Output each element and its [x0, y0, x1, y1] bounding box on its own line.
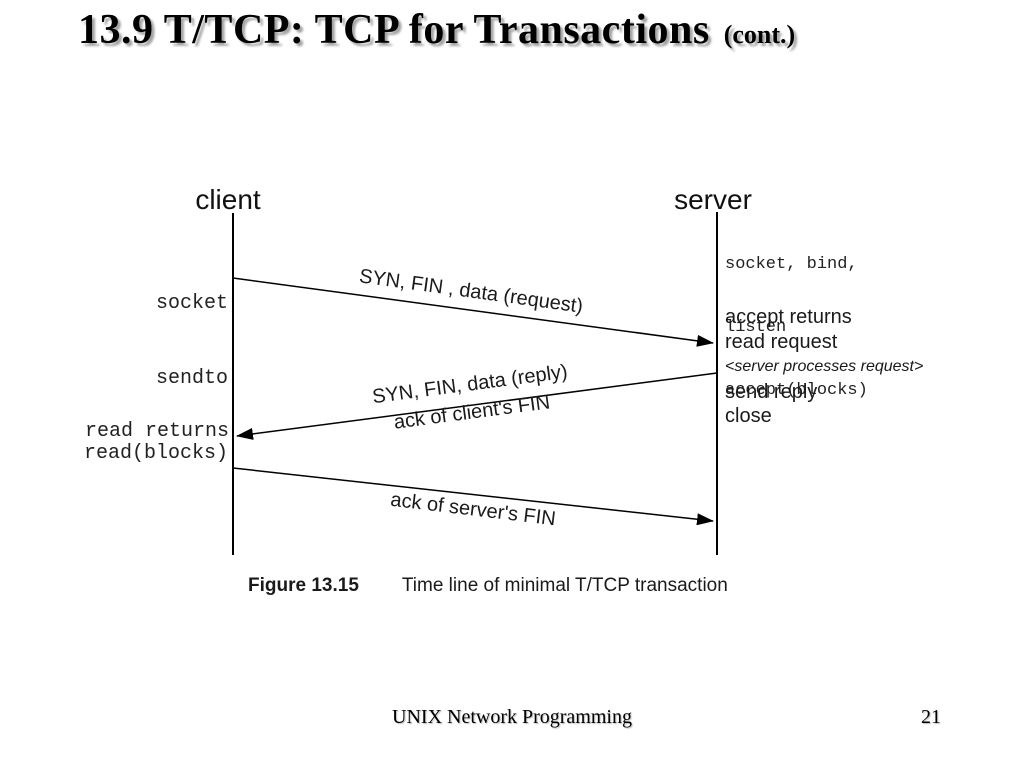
client-read-blocks-label: read(blocks)	[83, 442, 228, 465]
server-send-reply-label: send reply	[725, 381, 818, 403]
server-accept-returns-label: accept returns	[725, 306, 852, 328]
server-processing-label: <server processes request>	[725, 358, 924, 375]
slide-title-text: 13.9 T/TCP: TCP for Transactions	[78, 7, 710, 53]
server-setup-calls: socket, bind, listen accept(blocks)	[725, 212, 868, 443]
request-arrow	[232, 277, 714, 347]
server-header: server	[674, 184, 752, 215]
footer-page-number: 21	[921, 706, 941, 728]
figure-caption: Figure 13.15 Time line of minimal T/TCP …	[248, 575, 728, 597]
client-setup-calls: socket sendto read(blocks)	[84, 241, 228, 516]
client-socket-label: socket	[155, 292, 228, 315]
client-read-returns-label: read returns	[84, 420, 229, 443]
server-listen-label: listen	[725, 318, 787, 337]
slide-title: 13.9 T/TCP: TCP for Transactions (cont.)	[78, 6, 795, 54]
slide-title-suffix: (cont.)	[723, 20, 796, 49]
client-header: client	[195, 184, 261, 215]
ack-arrow	[232, 467, 714, 526]
server-read-request-label: read request	[725, 331, 838, 353]
reply-arrow	[236, 372, 718, 440]
server-close-label: close	[725, 405, 772, 427]
figure-caption-text: Time line of minimal T/TCP transaction	[401, 575, 728, 596]
server-accept-blocks-label: accept(blocks)	[725, 381, 868, 400]
server-socket-bind-label: socket, bind,	[725, 255, 858, 274]
figure-number: Figure 13.15	[248, 575, 359, 596]
footer-book-title: UNIX Network Programming	[392, 706, 632, 728]
client-sendto-label: sendto	[155, 367, 228, 390]
